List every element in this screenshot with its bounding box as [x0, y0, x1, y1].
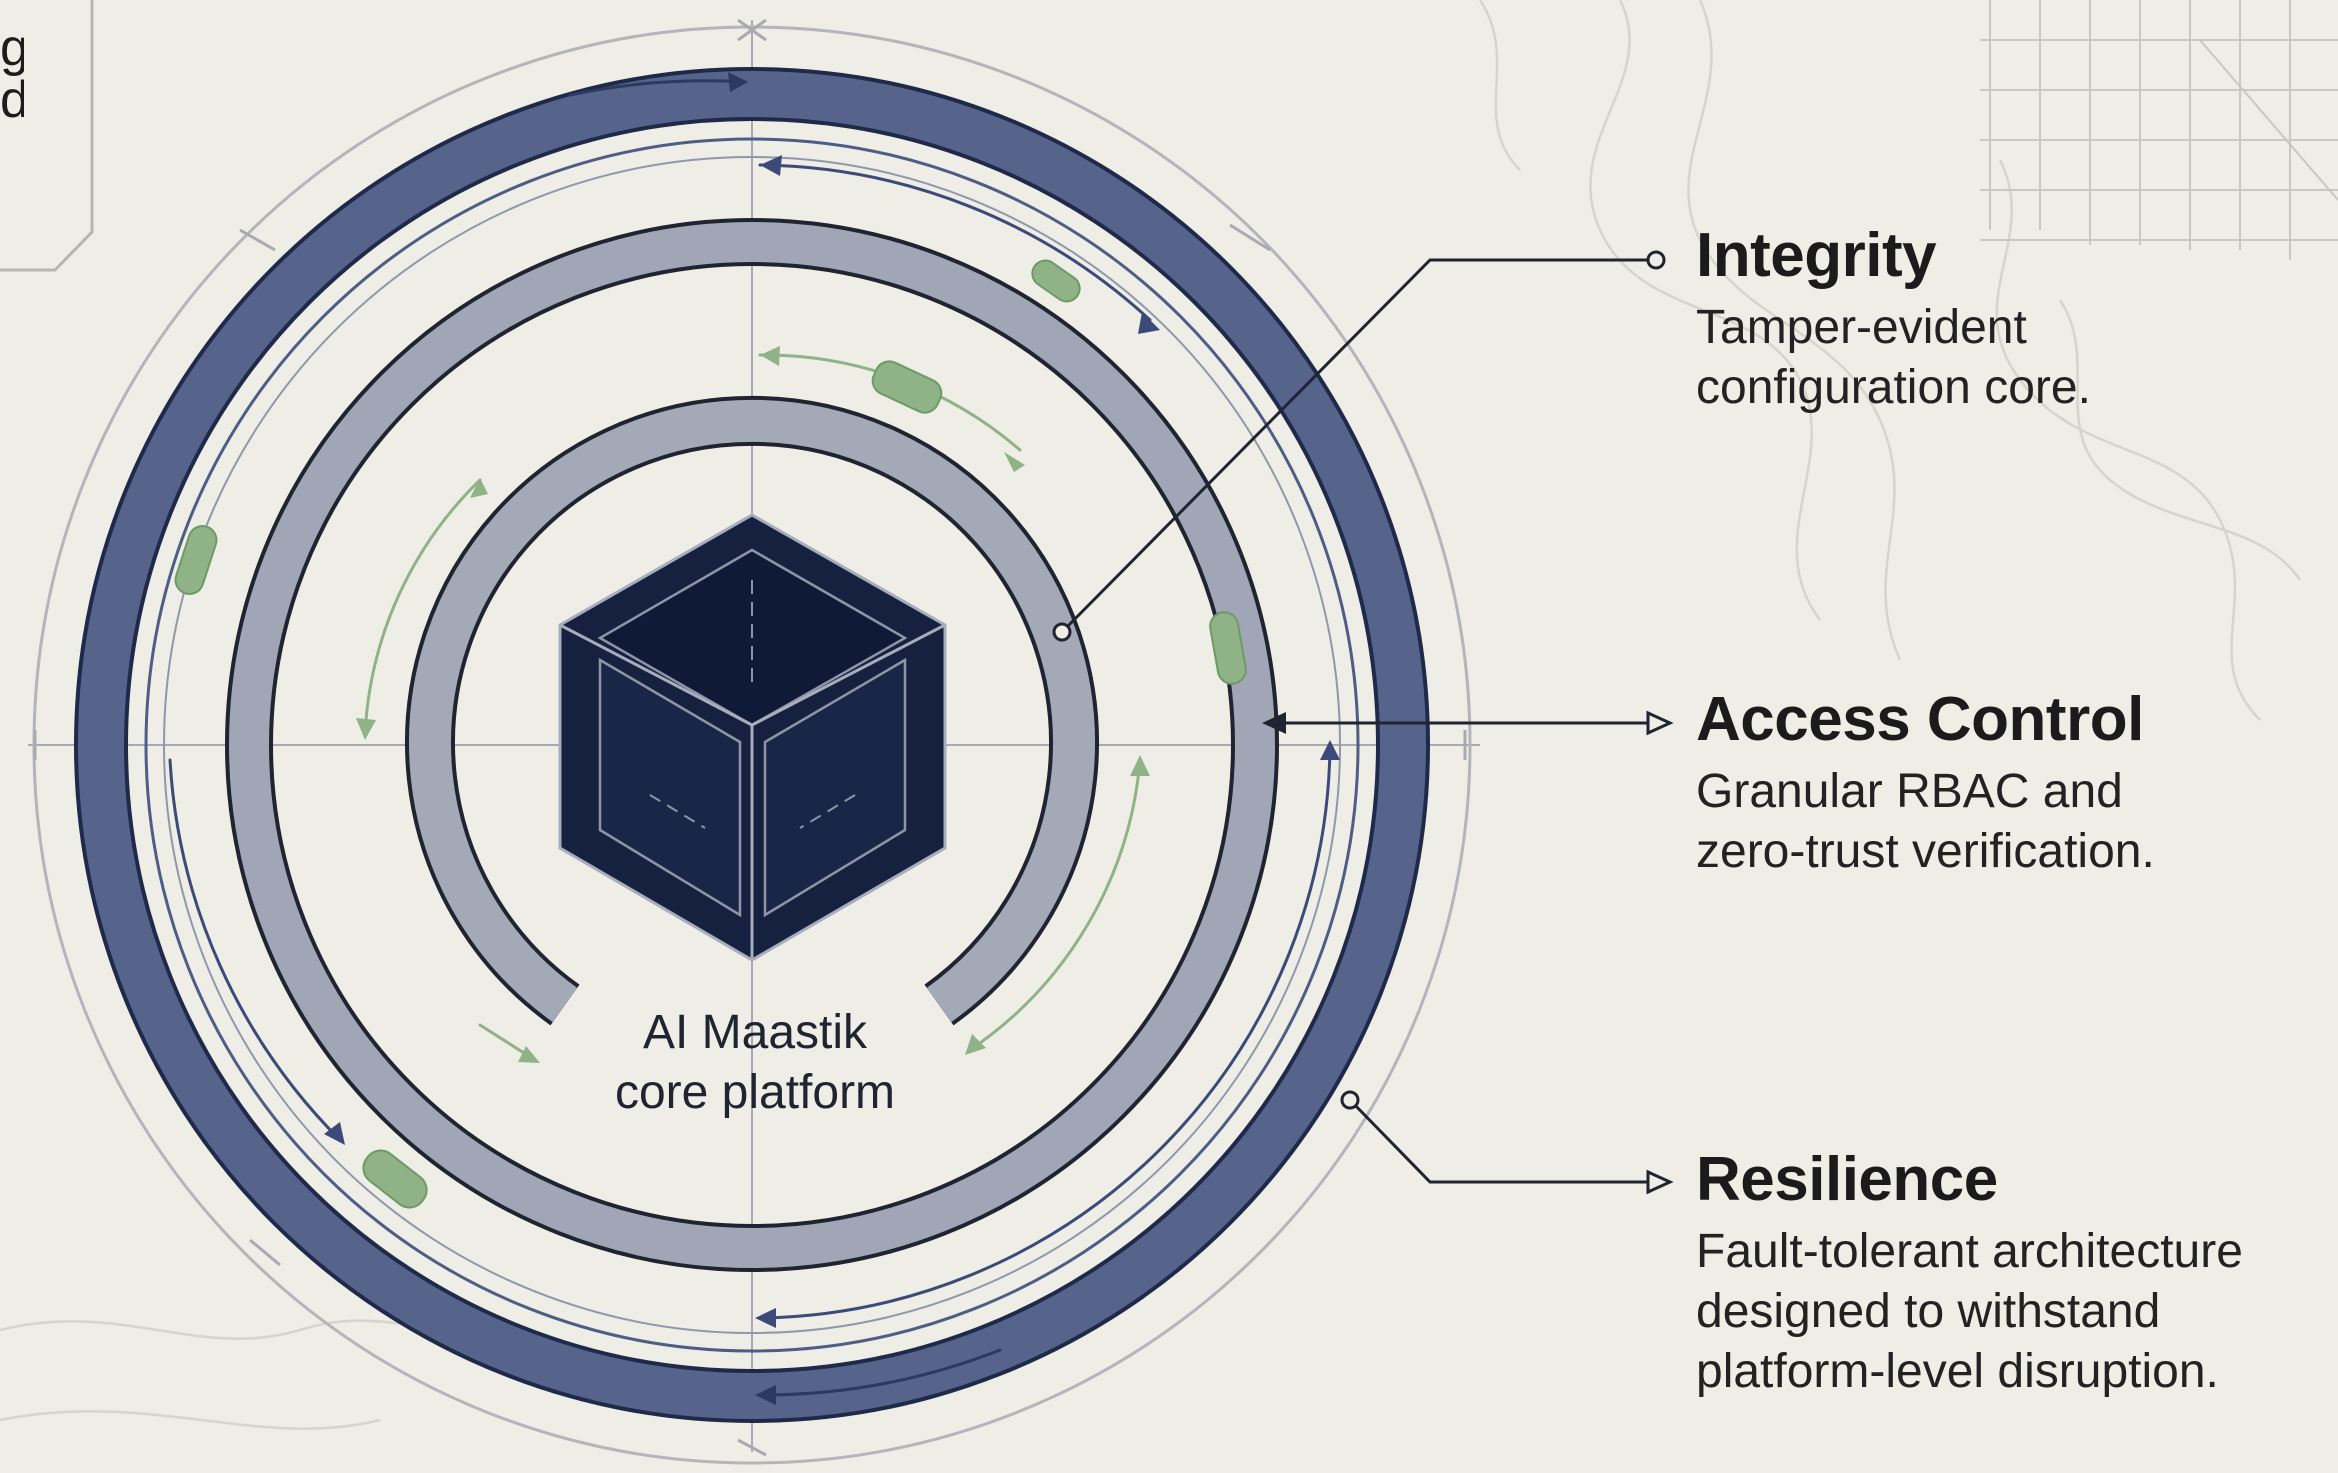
middle-ring-fill — [229, 222, 1275, 1268]
core-platform-label: AI Maastik core platform — [614, 1006, 896, 1119]
feature-resilience: Resilience Fault-tolerant architecture d… — [1696, 1144, 2243, 1402]
background-contours — [0, 0, 2302, 1430]
cropped-text-fragment: g d — [0, 22, 24, 126]
feature-description: Fault-tolerant architecture designed to … — [1696, 1225, 2243, 1398]
feature-title: Resilience — [1696, 1145, 1998, 1214]
callout-endpoints — [1052, 250, 1674, 1195]
integrity-connector — [1060, 258, 1650, 634]
corner-frame — [0, 0, 94, 272]
track-ring-a — [144, 137, 1360, 1353]
boundary-ticks — [33, 18, 1467, 1457]
background-grid — [1980, 0, 2338, 260]
core-cube-icon — [558, 513, 947, 962]
feature-access-control: Access Control Granular RBAC and zero-tr… — [1696, 684, 2155, 882]
callout-lines — [1060, 258, 1650, 1184]
feature-title: Access Control — [1696, 685, 2144, 754]
feature-description: Granular RBAC and zero-trust verificatio… — [1696, 765, 2155, 878]
feature-title: Integrity — [1696, 221, 1937, 290]
resilience-connector — [1348, 1098, 1650, 1184]
feature-description: Tamper-evident configuration core. — [1696, 301, 2091, 414]
inner-arc-ring-fill — [409, 399, 1095, 1023]
track-ring-b — [163, 156, 1341, 1334]
arrow-heads — [324, 72, 1340, 1405]
flow-arrows — [168, 79, 1332, 1397]
outer-ring-fill — [78, 71, 1426, 1419]
status-capsules — [174, 259, 1247, 1209]
feature-integrity: Integrity Tamper-evident configuration c… — [1696, 220, 2091, 418]
